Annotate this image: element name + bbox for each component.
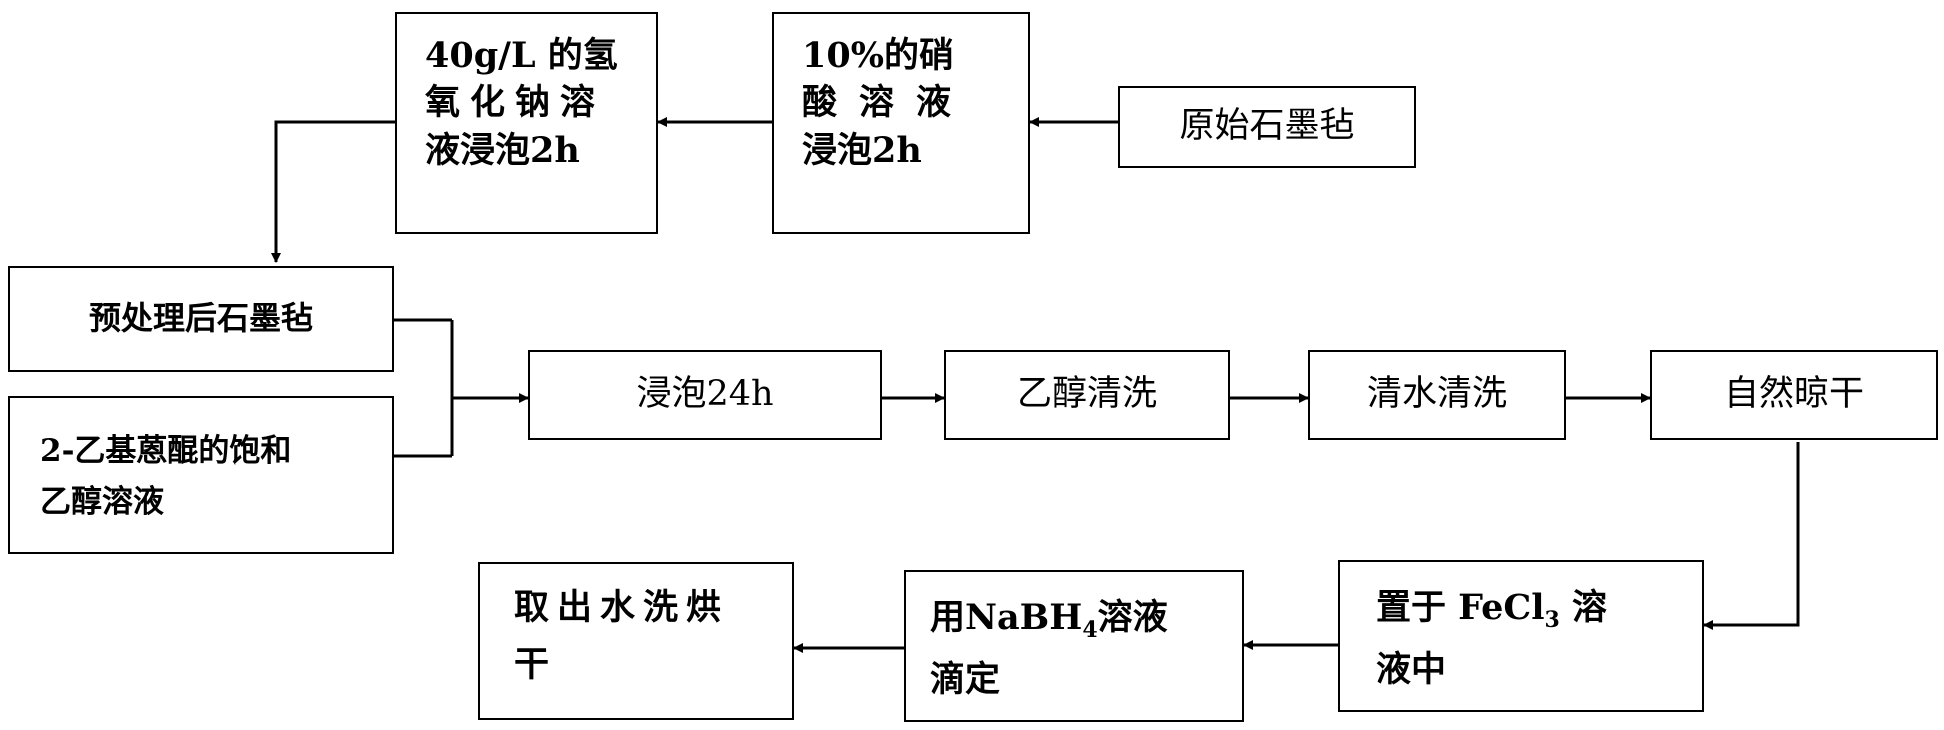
air-dry-label: 自然晾干 — [1723, 374, 1864, 415]
ethanol-wash-box: 乙醇清洗 — [944, 350, 1230, 440]
nabh4-titration-box: 用NaBH4溶液 滴定 — [904, 570, 1244, 722]
fecl3-line1-prefix: 置于 FeCl — [1376, 587, 1545, 628]
nitric-acid-line1: 10%的硝 — [802, 35, 954, 76]
pretreated-felt-box: 预处理后石墨毡 — [8, 266, 394, 372]
soak-24h-label: 浸泡24h — [636, 374, 774, 415]
naoh-line2: 氧化钠溶 — [425, 82, 606, 124]
soak-24h-box: 浸泡24h — [528, 350, 882, 440]
arrow-naoh-to-pretreated — [271, 120, 395, 263]
raw-graphite-felt-box: 原始石墨毡 — [1118, 86, 1416, 168]
nabh4-line1-suffix: 溶液 — [1097, 597, 1168, 638]
pretreated-felt-label: 预处理后石墨毡 — [88, 299, 313, 338]
nabh4-subscript: 4 — [1082, 617, 1098, 643]
naoh-line1: 40g/L 的氢 — [425, 35, 618, 76]
water-wash-box: 清水清洗 — [1308, 350, 1566, 440]
fecl3-line1-suffix: 溶 — [1559, 587, 1608, 628]
nitric-acid-soak-box: 10%的硝 酸溶液 浸泡2h — [772, 12, 1030, 234]
naoh-line3: 液浸泡2h — [425, 129, 580, 171]
water-wash-label: 清水清洗 — [1366, 374, 1507, 415]
nabh4-line2: 滴定 — [930, 658, 1001, 700]
nitric-acid-line3: 浸泡2h — [802, 129, 922, 171]
naoh-soak-box: 40g/L 的氢 氧化钠溶 液浸泡2h — [395, 12, 658, 234]
final-line1: 取出水洗烘 — [514, 587, 730, 628]
raw-graphite-felt-label: 原始石墨毡 — [1179, 106, 1355, 147]
fecl3-line2: 液中 — [1376, 648, 1447, 690]
fecl3-subscript: 3 — [1544, 607, 1560, 633]
fecl3-line1: 置于 FeCl3 溶 — [1376, 584, 1686, 636]
anthraquinone-line2: 乙醇溶液 — [40, 484, 164, 521]
anthraquinone-solution-box: 2-乙基蒽醌的饱和 乙醇溶液 — [8, 396, 394, 554]
fecl3-solution-box: 置于 FeCl3 溶 液中 — [1338, 560, 1704, 712]
final-line2: 干 — [514, 644, 550, 686]
air-dry-box: 自然晾干 — [1650, 350, 1938, 440]
nitric-acid-line2: 酸溶液 — [802, 82, 974, 124]
nabh4-line1: 用NaBH4溶液 — [930, 594, 1228, 646]
nabh4-line1-prefix: 用NaBH — [930, 597, 1083, 638]
final-wash-dry-box: 取出水洗烘 干 — [478, 562, 794, 720]
ethanol-wash-label: 乙醇清洗 — [1016, 374, 1157, 415]
arrow-dry-to-fecl3 — [1703, 442, 1800, 630]
anthraquinone-line1: 2-乙基蒽醌的饱和 — [40, 433, 292, 469]
